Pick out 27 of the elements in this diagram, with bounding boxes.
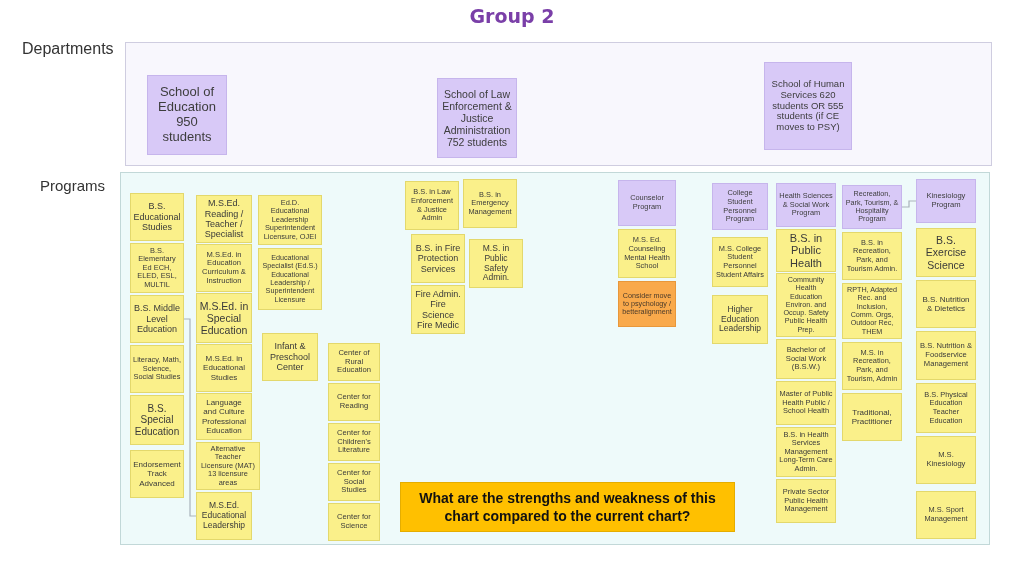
- connector-line: [183, 318, 197, 517]
- sticky-note: B.S. in Public Health: [776, 229, 836, 272]
- heading-note: School of Human Services 620 students OR 555 students (if CE moves to PSY): [764, 62, 852, 150]
- sticky-note: M.S.Ed. Educational Leadership: [196, 492, 252, 540]
- sticky-note: M.S. in Public Safety Admin.: [469, 239, 523, 288]
- sticky-note: M.S.Ed. in Special Education: [196, 293, 252, 343]
- sticky-note: B.S. Middle Level Education: [130, 295, 184, 343]
- title: Group 2: [468, 5, 556, 27]
- question-note: What are the strengths and weakness of this chart compared to the current chart?: [400, 482, 735, 532]
- sticky-note: Traditional, Practitioner: [842, 393, 902, 441]
- sticky-note: Infant & Preschool Center: [262, 333, 318, 381]
- row-heading: Departments: [22, 40, 114, 58]
- sticky-note: B.S. Educational Studies: [130, 193, 184, 241]
- sticky-note: Higher Education Leadership: [712, 295, 768, 344]
- sticky-note: M.S.Ed. Reading / Teacher / Specialist: [196, 195, 252, 243]
- sticky-note: M.S.Ed. in Educational Studies: [196, 344, 252, 392]
- sticky-note: Language and Culture Professional Education: [196, 393, 252, 440]
- row-heading: Programs: [40, 177, 106, 194]
- sticky-note: Fire Admin. Fire Science Fire Medic: [411, 285, 465, 334]
- sticky-note: B.S. in Fire Protection Services: [411, 234, 465, 283]
- heading-note: School of Law Enforcement & Justice Administration 752 students: [437, 78, 517, 158]
- connector-line: [901, 200, 917, 208]
- sticky-note: B.S. Special Education: [130, 395, 184, 445]
- sticky-note: B.S. Exercise Science: [916, 228, 976, 277]
- sticky-note: B.S. Nutrition & Dietetics: [916, 280, 976, 328]
- sticky-note: Endorsement Track Advanced: [130, 450, 184, 498]
- heading-note: School of Education 950 students: [147, 75, 227, 155]
